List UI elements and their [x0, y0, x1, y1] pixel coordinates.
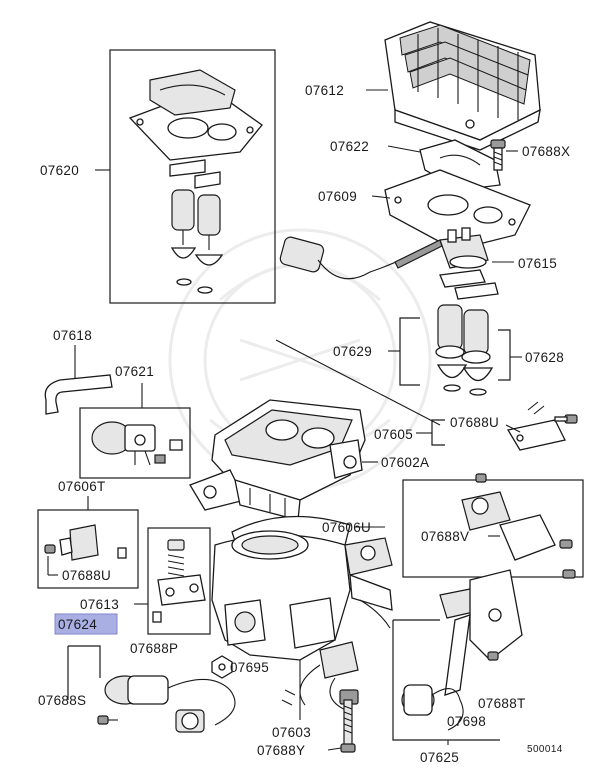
label-07688S: 07688S [38, 693, 86, 708]
highlight-box-07624 [54, 613, 118, 635]
label-07628: 07628 [525, 350, 564, 365]
part-07620-group [95, 49, 276, 304]
label-07695: 07695 [230, 660, 269, 675]
part-07621-diaphragm [79, 383, 191, 479]
label-07602A: 07602A [381, 455, 429, 470]
label-07688U-left: 07688U [62, 568, 111, 583]
part-07605-ref [275, 339, 445, 446]
label-07688V: 07688V [421, 529, 469, 544]
part-07625-group [392, 569, 523, 745]
label-07698: 07698 [447, 714, 486, 729]
label-07613: 07613 [80, 597, 119, 612]
label-07621: 07621 [115, 364, 154, 379]
part-07612-cover [366, 21, 541, 151]
part-07603-body [211, 530, 393, 720]
label-07606U: 07606U [322, 520, 371, 535]
part-07688Y-bolt [327, 699, 356, 753]
part-07624-actuator [67, 645, 236, 733]
label-07620: 07620 [40, 163, 79, 178]
part-07602A-body [189, 399, 378, 521]
part-07695-nut [211, 655, 233, 679]
label-07609: 07609 [318, 189, 357, 204]
label-07624[interactable]: 07624 [58, 617, 97, 632]
part-07688U-bracket [505, 401, 578, 451]
part-07629-07628-float [388, 269, 522, 396]
label-07605: 07605 [374, 427, 413, 442]
label-07603: 07603 [272, 725, 311, 740]
part-07613-group [134, 527, 211, 635]
label-07625: 07625 [420, 750, 459, 765]
label-07612: 07612 [305, 83, 344, 98]
part-07688V-group [402, 473, 584, 579]
part-07606T-group [37, 496, 139, 589]
label-07688Y: 07688Y [257, 743, 305, 758]
label-07688X: 07688X [522, 144, 570, 159]
label-07615: 07615 [518, 256, 557, 271]
label-07622: 07622 [330, 139, 369, 154]
part-solenoid-wire [279, 236, 443, 280]
label-07688P: 07688P [130, 641, 178, 656]
part-07615-switch [439, 227, 514, 269]
label-07688T: 07688T [478, 696, 526, 711]
label-07688U-right: 07688U [450, 415, 499, 430]
part-07609-gasket [371, 169, 531, 251]
label-07629: 07629 [333, 344, 372, 359]
label-07606T: 07606T [58, 479, 106, 494]
part-07688X-screw [490, 139, 518, 171]
diagram-code: 500014 [527, 744, 563, 755]
part-07624-highlight[interactable]: 07624 [54, 613, 118, 635]
label-07618: 07618 [53, 328, 92, 343]
part-07618-hose [44, 345, 113, 415]
